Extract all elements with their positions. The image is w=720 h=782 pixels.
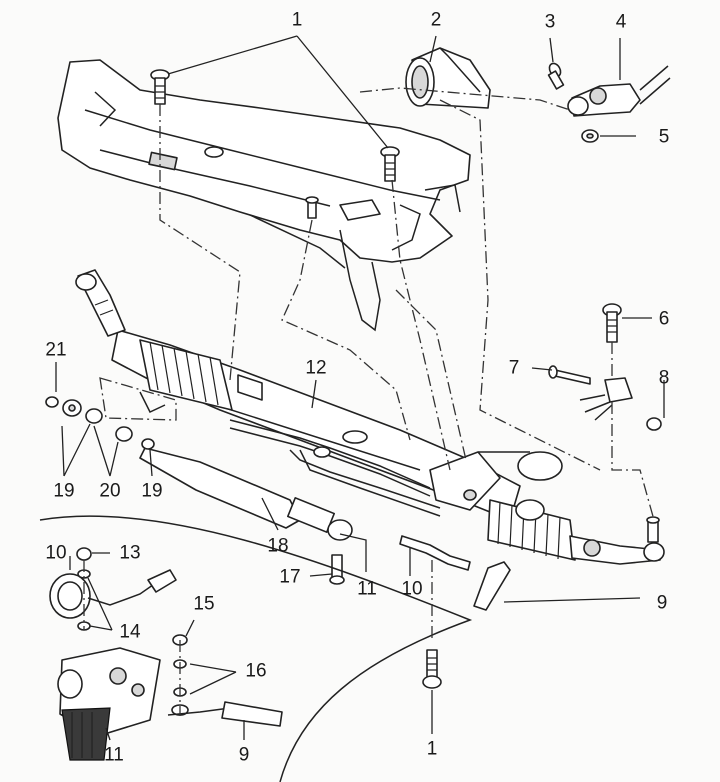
bracket [579, 377, 633, 421]
callout-12: 12 [305, 357, 327, 379]
callout-1-bottom: 1 [426, 738, 438, 760]
valve-block-11-inset [57, 647, 161, 761]
clamp-bolt-3 [547, 62, 565, 90]
callout-3: 3 [544, 11, 556, 33]
tie-rod-18 [139, 447, 353, 541]
callout-6: 6 [658, 308, 670, 330]
callout-9-inset: 9 [238, 744, 250, 766]
callout-15: 15 [193, 593, 215, 615]
pipe-9 [473, 561, 511, 611]
washers-left [45, 396, 155, 450]
callout-7: 7 [508, 357, 520, 379]
callout-14: 14 [119, 621, 141, 643]
subframe [57, 59, 471, 332]
pipe-9-inset [167, 701, 283, 727]
callout-19-left: 19 [53, 480, 75, 502]
inset-boundary [39, 515, 473, 782]
tie-rod-end-left [75, 269, 126, 337]
assembly-lines [83, 87, 655, 716]
callout-19-right: 19 [141, 480, 163, 502]
callout-10-mid: 10 [401, 578, 423, 600]
inset-loop-pipe [49, 569, 177, 619]
bolt-right-lower [646, 516, 660, 543]
bolt-1-right [380, 146, 400, 182]
bolt-17 [329, 554, 345, 585]
callout-1-top: 1 [291, 9, 303, 31]
callout-20: 20 [99, 480, 121, 502]
boot-left [139, 339, 233, 411]
bolt-1-left [150, 69, 170, 105]
bolt-1-bottom [422, 649, 442, 689]
hydraulic-pipes [229, 419, 441, 517]
callout-11-inset: 11 [104, 744, 124, 766]
leader-lines [55, 35, 665, 741]
callout-11-mid: 11 [357, 578, 377, 600]
steering-rack-12 [111, 329, 576, 561]
callout-13: 13 [119, 542, 141, 564]
nut-5 [581, 129, 599, 143]
callout-16: 16 [245, 660, 267, 682]
bolt-7 [548, 365, 591, 385]
callout-8: 8 [658, 367, 670, 389]
callout-21: 21 [45, 339, 67, 361]
nut-8 [646, 417, 662, 431]
tie-rod-end-right [569, 535, 665, 565]
callout-5: 5 [658, 126, 670, 148]
callout-9-right: 9 [656, 592, 668, 614]
universal-joint-4 [567, 65, 671, 117]
callout-17: 17 [279, 566, 301, 588]
callout-18: 18 [267, 535, 289, 557]
bolt-6 [602, 303, 622, 343]
boot-2 [405, 47, 491, 109]
callout-4: 4 [615, 11, 627, 33]
callout-10-left: 10 [45, 542, 67, 564]
callout-2: 2 [430, 9, 442, 31]
hose-10 [399, 535, 471, 571]
stud-small [305, 196, 319, 219]
